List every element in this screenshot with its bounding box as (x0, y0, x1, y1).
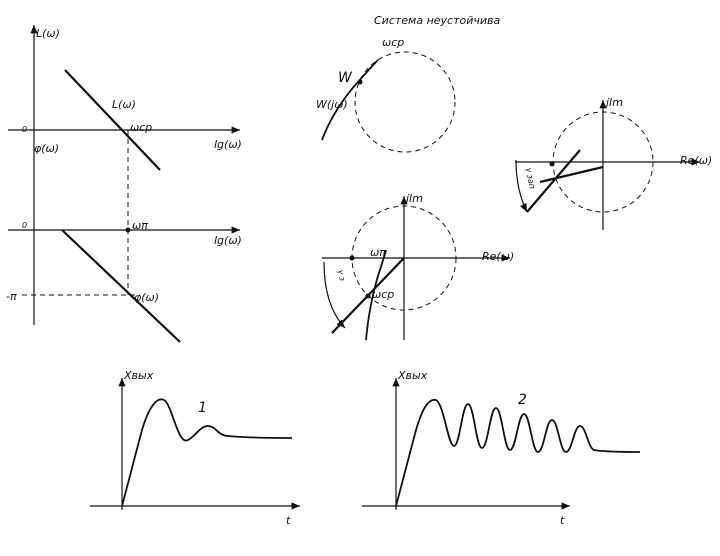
pi-frequency-label: ωπ (132, 219, 148, 232)
w-omega-label-top: W(jω) (316, 98, 348, 111)
mid-margin-arc (323, 261, 346, 329)
phase-axis-label: φ(ω) (34, 142, 59, 155)
mid-re-label: Re(ω) (482, 250, 514, 263)
mid-pi-point (349, 255, 355, 261)
crossover-frequency-label: ωср (130, 121, 152, 134)
lg-axis-label-top: lg(ω) (214, 138, 242, 151)
right-margin-label: γ зап (524, 167, 537, 190)
amplitude-axis-label: L(ω) (36, 27, 60, 40)
right-re-label: Re(ω) (680, 154, 712, 167)
bode-diagram: L(ω) φ(ω) lg(ω) lg(ω) 0 0 L(ω) ωср ωπ -π… (6, 25, 242, 343)
mid-margin-label: γ з (336, 269, 347, 282)
nyquist-right: jIm Re(ω) γ зап (515, 96, 712, 230)
amplitude-line (64, 69, 161, 171)
mid-crossover-label: ωср (372, 288, 394, 301)
right-response-line (526, 149, 581, 213)
crossover-label-top: ωср (382, 36, 404, 49)
mid-im-label: jIm (404, 192, 423, 205)
zero-label-top: 0 (22, 125, 27, 134)
phase-line (61, 229, 181, 343)
mid-pi-label: ωπ (370, 246, 386, 259)
resp2-x-label: t (560, 514, 565, 527)
transient-response-2: Xвых t 2 (362, 369, 641, 527)
minus-pi-label: -π (6, 290, 17, 303)
right-radius-line (539, 165, 604, 184)
resp1-y-label: Xвых (123, 369, 154, 382)
resp2-curve-label: 2 (518, 392, 527, 408)
phase-point (125, 227, 131, 233)
unit-circle-top (354, 51, 456, 153)
diagram-title: Система неустойчива (374, 14, 501, 27)
mid-nyquist-curve (365, 249, 387, 341)
zero-label-bottom: 0 (22, 221, 27, 230)
mid-crossover-point (365, 293, 371, 299)
nyquist-unstable: ωср W W(jω) (316, 36, 456, 153)
resp1-curve (121, 398, 293, 507)
lg-axis-label-bottom: lg(ω) (214, 234, 242, 247)
w-label-top: W (338, 70, 353, 86)
phase-curve-label: φ(ω) (134, 291, 159, 304)
nyquist-middle: jIm Re(ω) ωπ ωср γ з (322, 192, 514, 341)
right-intersection-point (549, 161, 555, 167)
resp2-curve (395, 398, 641, 507)
transient-response-1: Xвых t 1 (90, 369, 300, 527)
right-im-label: jIm (604, 96, 623, 109)
resp1-curve-label: 1 (198, 400, 207, 416)
resp1-x-label: t (286, 514, 291, 527)
crossover-point-top (357, 79, 363, 85)
right-margin-arc (515, 159, 528, 213)
resp2-y-label: Xвых (397, 369, 428, 382)
amplitude-curve-label: L(ω) (112, 98, 136, 111)
